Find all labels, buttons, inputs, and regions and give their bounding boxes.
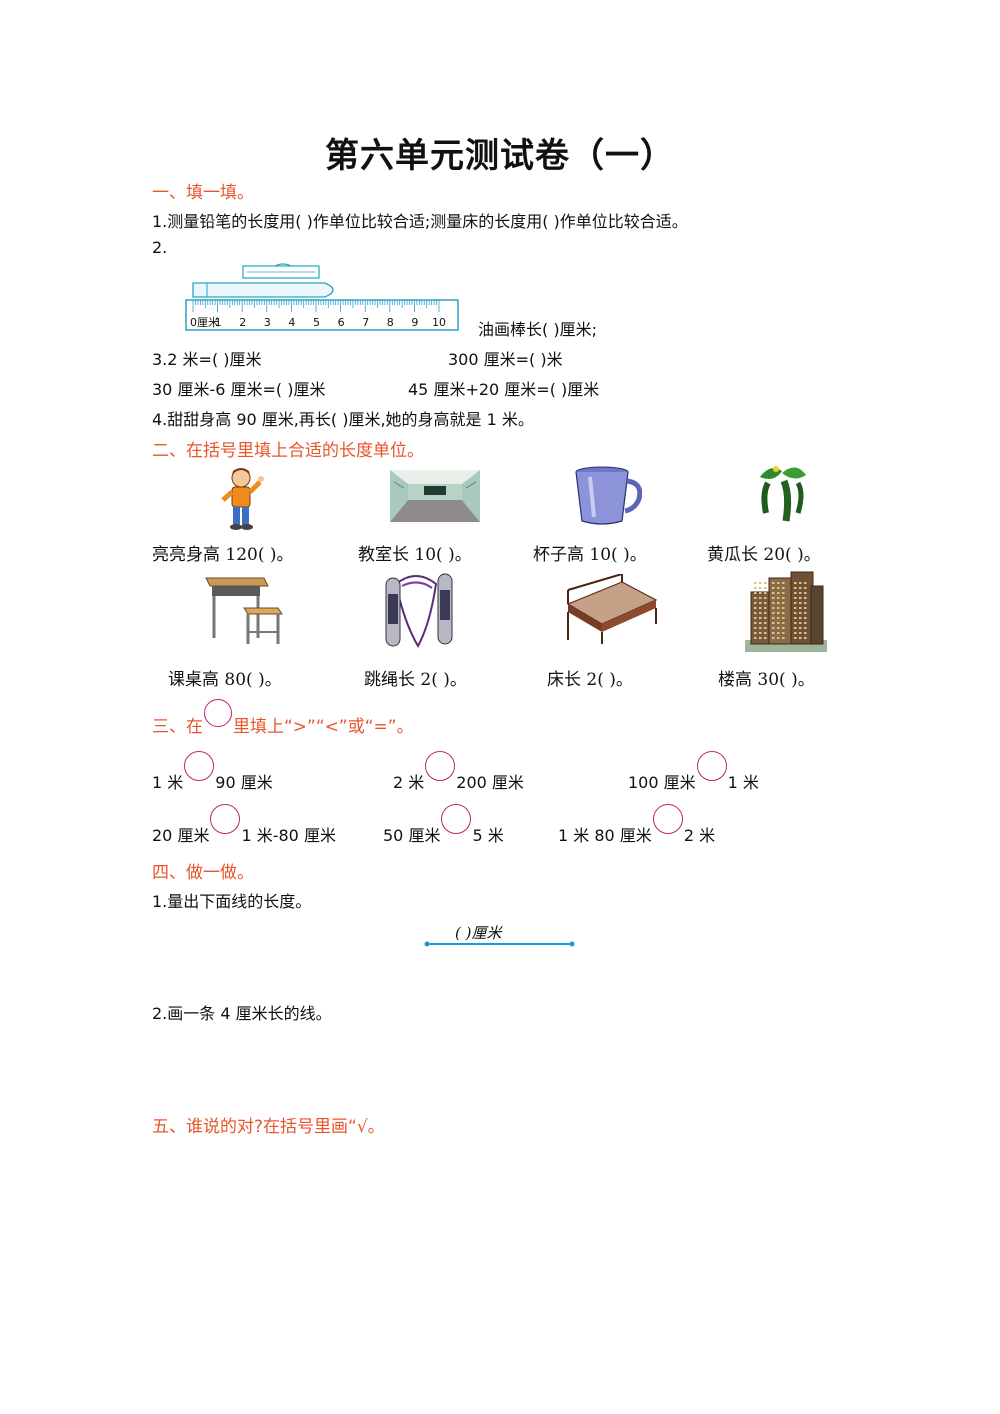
compare-left: 100 厘米 [628,773,696,792]
compare-right: 1 米-80 厘米 [241,826,336,845]
unit-item-bed: 床长 2( )。 [547,670,633,690]
unit-item-jump-rope: 跳绳长 2( )。 [364,670,467,690]
section-2-heading: 二、在括号里填上合适的长度单位。 [152,441,424,461]
compare-answer-circle[interactable] [441,804,472,834]
jump-rope-picture [385,573,453,649]
compare-item: 2 米 200 厘米 [393,751,524,793]
compare-item: 20 厘米 1 米-80 厘米 [152,804,336,846]
ruler-tick-label: 3 [264,316,271,329]
page-title: 第六单元测试卷（一） [325,136,675,176]
compare-left: 1 米 80 厘米 [558,826,652,845]
bed-picture [566,574,658,644]
compare-right: 1 米 [727,773,759,792]
ruler-tick-label: 6 [338,316,345,329]
section-3-heading-part-a: 三、在 [152,717,203,737]
compare-right: 90 厘米 [215,773,273,792]
measure-line-label: ( )厘米 [455,924,502,942]
compare-right: 2 米 [683,826,716,845]
question-1-3b: 300 厘米=( )米 [448,350,563,369]
unit-item-desk: 课桌高 80( )。 [168,670,282,690]
question-1-3a: 3.2 米=( )厘米 [152,350,262,369]
compare-answer-circle[interactable] [652,804,683,834]
question-1-4: 4.甜甜身高 90 厘米,再长( )厘米,她的身高就是 1 米。 [152,410,534,429]
compare-left: 2 米 [393,773,425,792]
boy-picture [221,468,264,530]
compare-item: 1 米 90 厘米 [152,751,273,793]
compare-right: 200 厘米 [456,773,524,792]
unit-item-cucumber: 黄瓜长 20( )。 [707,545,821,565]
question-4-2: 2.画一条 4 厘米长的线。 [152,1004,332,1023]
section-3-heading-part-b: 里填上“>”“<”或“=”。 [233,717,414,737]
ruler-tick-label: 1 [215,316,222,329]
question-1-3c: 30 厘米-6 厘米=( )厘米 [152,380,326,399]
section-1-heading: 一、填一填。 [152,183,254,203]
compare-item: 1 米 80 厘米 2 米 [558,804,716,846]
compare-answer-circle[interactable] [210,804,241,834]
ruler-tick-label: 4 [288,316,295,329]
section-5-heading: 五、谁说的对?在括号里画“√。 [152,1117,385,1137]
question-1-2-text: 油画棒长( )厘米; [478,320,597,339]
ruler-tick-label: 9 [411,316,418,329]
unit-item-classroom: 教室长 10( )。 [358,545,472,565]
ruler-illustration: 0厘米 1 2 3 4 5 6 7 8 9 10 [185,263,459,331]
cucumber-picture [760,466,806,522]
ruler-zero-label: 0厘米 [190,316,219,329]
compare-item: 100 厘米 1 米 [628,751,759,793]
desk-picture [205,577,283,644]
measure-line [424,941,575,947]
unit-item-building: 楼高 30( )。 [718,670,815,690]
building-picture [745,571,827,652]
ruler-tick-label: 5 [313,316,320,329]
compare-left: 20 厘米 [152,826,210,845]
compare-left: 50 厘米 [383,826,441,845]
question-1-1: 1.测量铅笔的长度用( )作单位比较合适;测量床的长度用( )作单位比较合适。 [152,212,688,231]
ruler-tick-label: 8 [387,316,394,329]
ruler-tick-label: 7 [362,316,369,329]
question-4-1: 1.量出下面线的长度。 [152,892,312,911]
unit-item-cup: 杯子高 10( )。 [533,545,647,565]
compare-answer-circle[interactable] [696,751,727,781]
compare-circle-icon [204,699,232,727]
ruler-tick-label: 10 [432,316,446,329]
classroom-picture [390,470,480,522]
question-1-2-number: 2. [152,238,168,257]
cup-picture [575,466,642,525]
unit-item-height-liangliang: 亮亮身高 120( )。 [152,545,294,565]
question-1-3d: 45 厘米+20 厘米=( )厘米 [408,380,600,399]
compare-right: 5 米 [472,826,504,845]
compare-answer-circle[interactable] [425,751,456,781]
ruler-tick-label: 2 [239,316,246,329]
compare-item: 50 厘米 5 米 [383,804,504,846]
section-4-heading: 四、做一做。 [152,863,254,883]
compare-answer-circle[interactable] [184,751,215,781]
section-3-heading: 三、在 里填上“>”“<”或“=”。 [152,699,414,737]
compare-left: 1 米 [152,773,184,792]
